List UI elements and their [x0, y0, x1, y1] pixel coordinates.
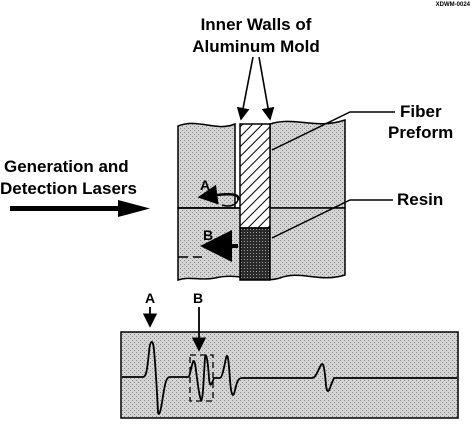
lasers-label-line2: Detection Lasers — [0, 179, 137, 198]
trace-panel — [120, 331, 459, 419]
inner-wall-right-leader — [258, 56, 275, 121]
signal-a-label: A — [145, 290, 155, 306]
fiber-preform-label-line1: Fiber — [400, 102, 442, 121]
resin-leader — [271, 199, 393, 239]
fiber-preform-label-line2: Preform — [388, 123, 453, 142]
echo-a-label: A — [200, 177, 210, 193]
signal-b-label: B — [193, 290, 203, 306]
inner-walls-label-line1: Inner Walls of — [201, 15, 312, 34]
echo-b-label: B — [203, 227, 213, 243]
echo-a-arrow — [197, 184, 240, 205]
fiber-preform — [239, 123, 271, 229]
ultrasonic-signal-trace — [120, 331, 459, 419]
laser-arrow — [10, 200, 150, 217]
fiber-preform-leader — [271, 111, 395, 151]
echo-b-bracket — [189, 354, 214, 402]
resin-label: Resin — [397, 190, 443, 209]
lasers-label-line1: Generation and — [4, 157, 129, 176]
inner-walls-label-line2: Aluminum Mold — [192, 37, 319, 56]
figure-code: XDWM-0024 — [436, 2, 471, 8]
inner-wall-left-leader — [236, 56, 254, 121]
resin-region — [239, 227, 271, 281]
signal-waveform — [122, 341, 457, 415]
mold-upper-block — [177, 122, 236, 209]
